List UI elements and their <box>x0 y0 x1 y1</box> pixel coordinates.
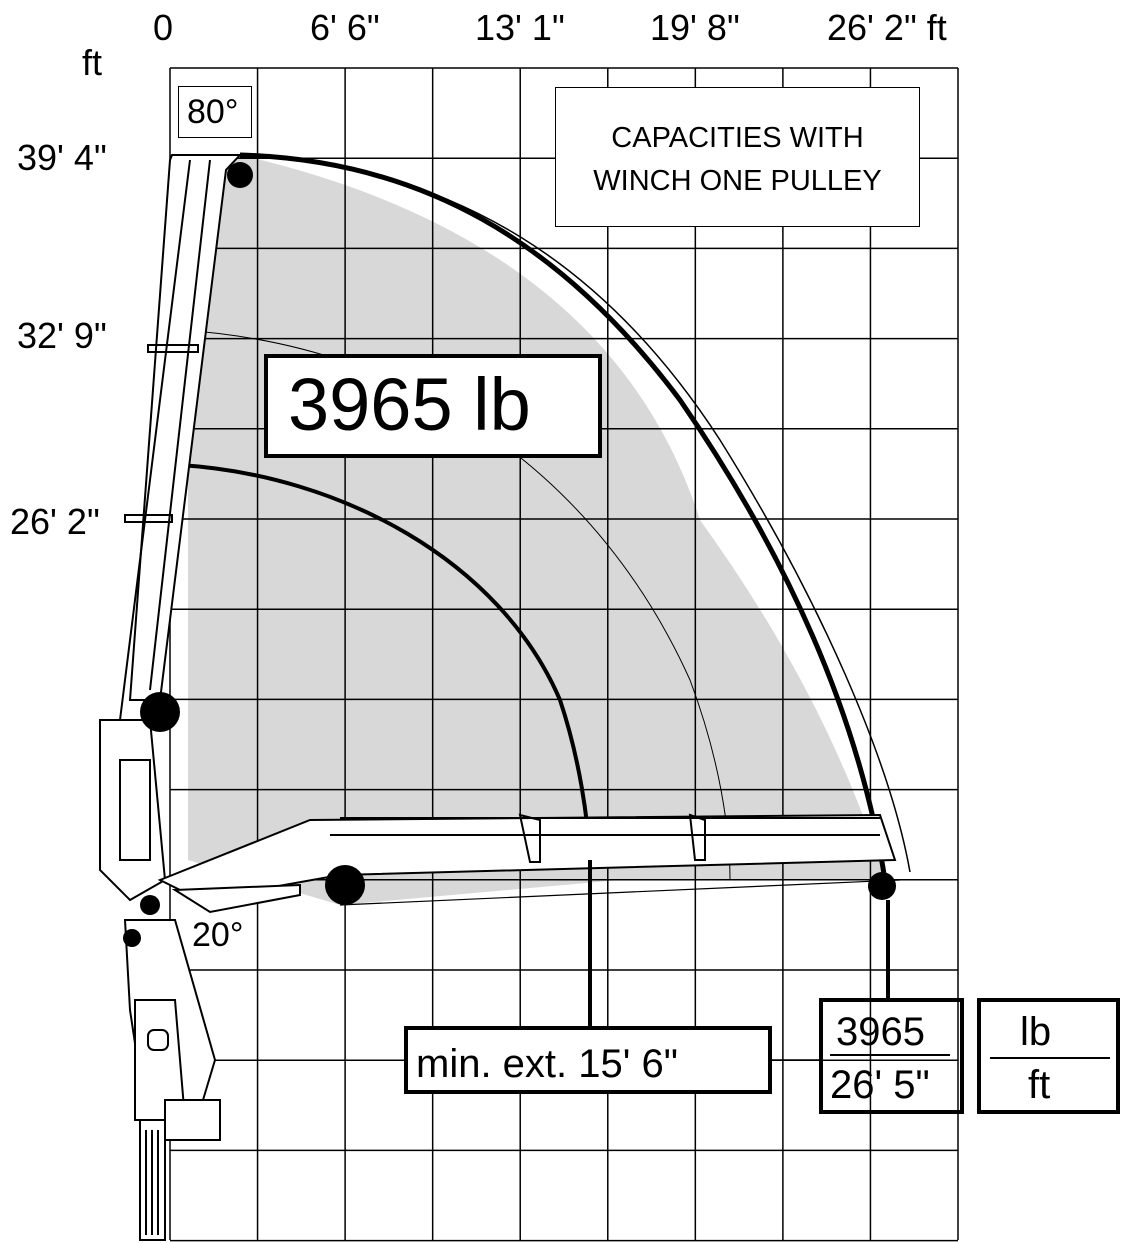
tip-rating-load: 3965 <box>836 1010 925 1054</box>
boom-lowered <box>157 813 897 914</box>
min-angle-label: 20° <box>192 916 244 954</box>
y-axis-unit: ft <box>82 42 103 83</box>
units-legend-top: lb <box>1020 1010 1052 1054</box>
units-legend-box <box>977 998 1120 1114</box>
capacity-label: 3965 lb <box>288 363 531 446</box>
column-pivot <box>140 895 160 915</box>
title-box: CAPACITIES WITH WINCH ONE PULLEY <box>555 87 920 227</box>
max-angle-label: 80° <box>187 93 239 131</box>
y-tick-1: 32' 9" <box>17 315 107 356</box>
outer-reach-curve <box>239 154 911 873</box>
units-legend-bottom: ft <box>1028 1063 1051 1107</box>
tip-rating-box <box>819 998 964 1114</box>
boom-raised <box>99 154 243 902</box>
title-line-1: CAPACITIES WITH <box>611 122 864 154</box>
tip-rating-reach: 26' 5" <box>830 1063 930 1107</box>
column-joint <box>123 929 141 947</box>
x-tick-0: 0 <box>153 7 174 48</box>
x-tick-2: 13' 1" <box>475 7 565 48</box>
crane-column <box>123 919 221 1241</box>
y-tick-2: 26' 2" <box>10 501 100 542</box>
capacity-box: 3965 lb <box>264 354 602 458</box>
min-extension-label: min. ext. 15' 6" <box>416 1042 678 1086</box>
envelope-bottom-line <box>339 879 901 906</box>
min-extension-curve <box>179 463 592 861</box>
boom-tip-pulley-raised <box>227 162 253 188</box>
x-tick-3: 19' 8" <box>650 7 740 48</box>
capacity-envelope <box>188 155 885 905</box>
min-extension-box: min. ext. 15' 6" <box>404 1026 772 1094</box>
x-tick-1: 6' 6" <box>310 7 380 48</box>
boom-pivot-joint <box>140 692 180 732</box>
title-line-2: WINCH ONE PULLEY <box>593 165 882 197</box>
y-tick-0: 39' 4" <box>17 137 107 178</box>
boom-joint-lowered <box>325 865 365 905</box>
max-angle-box: 80° <box>178 86 252 138</box>
x-tick-4: 26' 2" ft <box>827 7 947 48</box>
boom-tip-pulley-lowered <box>868 872 896 900</box>
